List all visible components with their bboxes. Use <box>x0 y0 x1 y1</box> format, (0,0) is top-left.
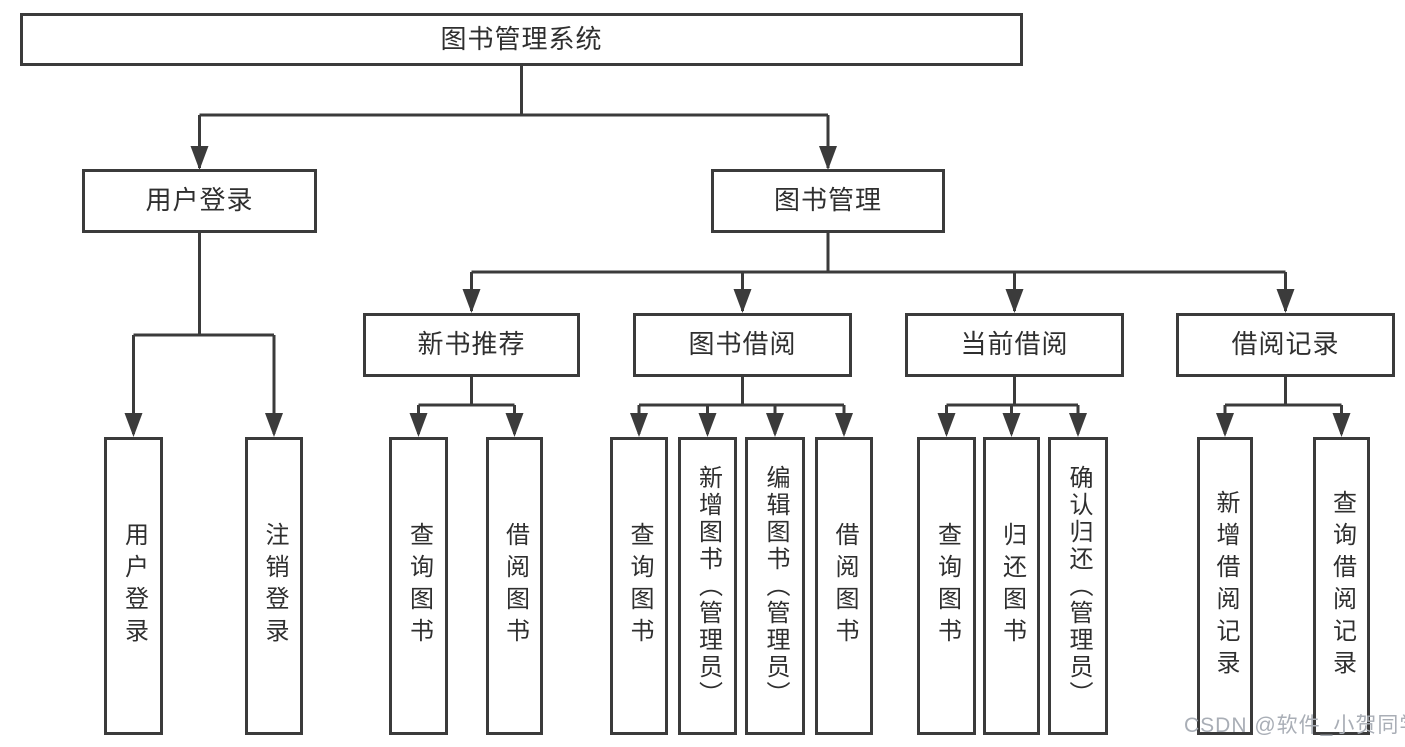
leaf-query-books-recommend: 查询图书 <box>389 437 448 735</box>
node-current-borrow: 当前借阅 <box>905 313 1124 377</box>
node-book-borrow: 图书借阅 <box>633 313 852 377</box>
node-root: 图书管理系统 <box>20 13 1023 66</box>
node-book-management: 图书管理 <box>711 169 945 233</box>
edge-root-to-level2 <box>198 66 830 168</box>
node-user-login: 用户登录 <box>82 169 317 233</box>
edge-current-borrow-to-leaves <box>945 377 1080 434</box>
leaf-query-books-current: 查询图书 <box>917 437 976 735</box>
arrowhead-icon <box>1332 413 1351 437</box>
arrowhead-icon <box>409 413 428 437</box>
csdn-watermark: CSDN @软件_小贺同学 <box>1184 714 1405 737</box>
arrowhead-icon <box>190 146 209 170</box>
arrowhead-icon <box>733 289 752 313</box>
leaf-return-books: 归还图书 <box>983 437 1040 735</box>
arrowhead-icon <box>1002 413 1021 437</box>
leaf-add-borrow-record: 新增借阅记录 <box>1197 437 1253 735</box>
leaf-borrow-books-recommend: 借阅图书 <box>486 437 543 735</box>
node-new-book-recommend: 新书推荐 <box>363 313 580 377</box>
leaf-logout: 注销登录 <box>245 437 303 735</box>
leaf-add-book-admin: 新增图书（管理员） <box>678 437 737 735</box>
arrowhead-icon <box>1069 413 1087 437</box>
arrowhead-icon <box>124 413 143 437</box>
arrowhead-icon <box>462 289 481 313</box>
arrowhead-icon <box>505 413 524 437</box>
edge-borrow-record-to-leaves <box>1223 377 1343 434</box>
leaf-borrow-books: 借阅图书 <box>815 437 873 735</box>
leaf-confirm-return-admin: 确认归还（管理员） <box>1048 437 1108 735</box>
edge-book-mgmt-to-level3 <box>470 233 1287 311</box>
arrowhead-icon <box>937 413 956 437</box>
arrowhead-icon <box>630 413 648 437</box>
arrowhead-icon <box>835 413 853 437</box>
leaf-user-login: 用户登录 <box>104 437 163 735</box>
edge-new-book-rec-to-leaves <box>417 377 516 434</box>
arrowhead-icon <box>265 413 283 437</box>
arrowhead-icon <box>1005 289 1024 313</box>
tree-edges <box>132 66 1343 434</box>
arrowhead-icon <box>819 146 837 170</box>
arrowhead-icon <box>766 413 784 437</box>
arrowhead-icon <box>1216 413 1234 437</box>
leaf-edit-book-admin: 编辑图书（管理员） <box>745 437 805 735</box>
leaf-query-borrow-record: 查询借阅记录 <box>1313 437 1370 735</box>
edge-book-borrow-to-leaves <box>637 377 846 434</box>
leaf-query-books-borrow: 查询图书 <box>610 437 668 735</box>
edge-user-login-to-leaves <box>132 233 276 434</box>
node-borrow-record: 借阅记录 <box>1176 313 1395 377</box>
arrowhead-icon <box>1276 289 1295 313</box>
arrowhead-icon <box>698 413 717 437</box>
